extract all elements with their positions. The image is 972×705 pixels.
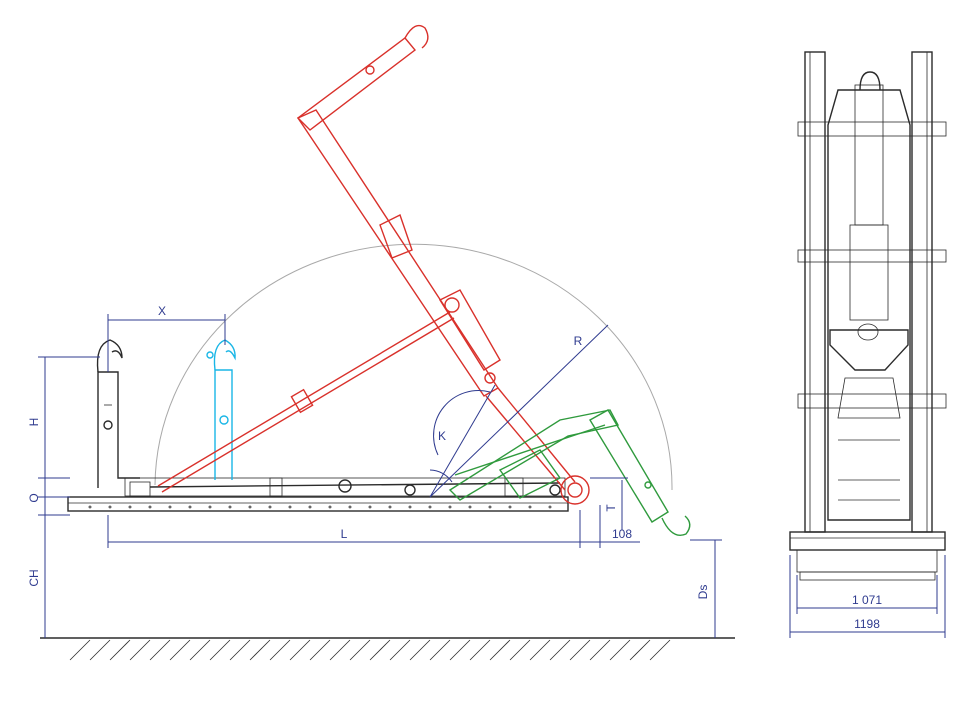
ground bbox=[40, 637, 735, 661]
hook-arm-stowed bbox=[96, 339, 151, 497]
dim-label-ch: CH bbox=[27, 569, 41, 586]
dim-label-k: K bbox=[438, 429, 446, 443]
dim-label-o: O bbox=[27, 493, 41, 502]
dim-label-outer-width: 1198 bbox=[854, 617, 880, 631]
hook-arm-alternate bbox=[206, 339, 236, 480]
dimensions: X H O CH L 108 T R K Ds bbox=[27, 304, 722, 638]
ground-hatching bbox=[69, 639, 671, 661]
dim-label-x: X bbox=[158, 304, 166, 318]
hook-arm-tilted bbox=[448, 409, 691, 536]
subframe bbox=[67, 477, 569, 512]
dim-label-inner-width: 1 071 bbox=[852, 593, 882, 607]
swing-arc bbox=[154, 243, 673, 491]
dim-label-ds: Ds bbox=[696, 585, 710, 600]
dim-label-t: T bbox=[604, 504, 618, 512]
dim-label-h: H bbox=[27, 418, 41, 427]
dim-label-r: R bbox=[574, 334, 583, 348]
hook-arm-raised bbox=[157, 24, 590, 505]
dim-label-overhang: 108 bbox=[612, 527, 632, 541]
front-view: 1 071 1198 bbox=[789, 51, 947, 638]
dim-label-l: L bbox=[341, 527, 348, 541]
